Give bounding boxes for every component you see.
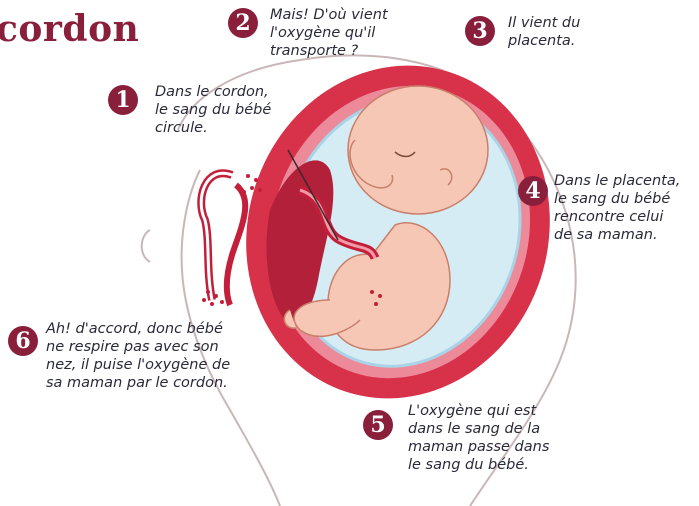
callout-line: Mais! D'où vient	[270, 7, 388, 23]
callout-line: sa maman par le cordon.	[46, 375, 228, 391]
maternal-vessel-right	[227, 185, 245, 305]
callout-line: Dans le cordon,	[155, 84, 269, 100]
callout-line: ne respire pas avec son	[46, 339, 219, 355]
callout-line: le sang du bébé	[155, 102, 271, 118]
mother-back-bump	[142, 230, 150, 262]
callout-2-number: 2	[228, 8, 258, 38]
callout-line: circule.	[155, 120, 208, 136]
callout-line: de sa maman.	[554, 227, 658, 243]
callout-3-number: 3	[465, 16, 495, 46]
callout-5-text: L'oxygène qui est dans le sang de la mam…	[408, 402, 549, 474]
callout-5-number: 5	[363, 410, 393, 440]
callout-1-number: 1	[108, 85, 138, 115]
callout-line: Dans le placenta,	[554, 173, 680, 189]
callout-line: dans le sang de la	[408, 421, 540, 437]
callout-2-text: Mais! D'où vient l'oxygène qu'il transpo…	[270, 6, 388, 60]
callout-line: maman passe dans	[408, 439, 549, 455]
callout-line: Il vient du	[508, 15, 580, 31]
callout-6-text: Ah! d'accord, donc bébé ne respire pas a…	[46, 320, 230, 392]
callout-line: nez, il puise l'oxygène de	[46, 357, 230, 373]
callout-line: L'oxygène qui est	[408, 403, 536, 419]
callout-line: le sang du bébé	[554, 191, 670, 207]
callout-4-number: 4	[518, 176, 548, 206]
callout-line: Ah! d'accord, donc bébé	[46, 321, 223, 337]
baby-head	[348, 86, 488, 214]
callout-line: placenta.	[508, 33, 575, 49]
callout-3-text: Il vient du placenta.	[508, 14, 580, 50]
callout-line: transporte ?	[270, 43, 358, 59]
callout-1-text: Dans le cordon, le sang du bébé circule.	[155, 83, 271, 137]
callout-line: le sang du bébé.	[408, 457, 529, 473]
callout-line: l'oxygène qu'il	[270, 25, 375, 41]
callout-6-number: 6	[8, 326, 38, 356]
callout-line: rencontre celui	[554, 209, 663, 225]
callout-4-text: Dans le placenta, le sang du bébé rencon…	[554, 172, 680, 244]
